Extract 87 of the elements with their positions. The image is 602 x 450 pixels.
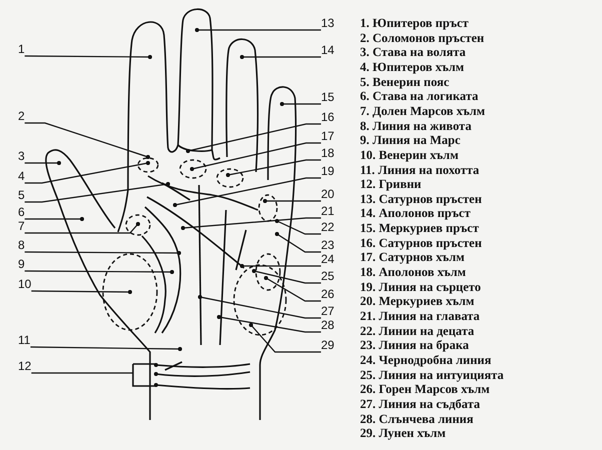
callout-number: 5	[18, 189, 25, 201]
legend-entry: 14. Аполонов пръст	[360, 206, 472, 220]
legend-entry: 9. Линия на Марс	[360, 133, 462, 148]
leader-line	[24, 160, 62, 166]
legend-entry: 17. Сатурнов хълм	[360, 250, 466, 264]
callout-number: 2	[18, 110, 25, 122]
callout-number: 27	[321, 305, 334, 317]
callout-number: 18	[321, 147, 334, 159]
callout-number: 14	[321, 44, 334, 56]
leader-line	[180, 217, 321, 230]
leader-line	[240, 264, 321, 268]
legend-entry: 24. Чернодробна линия	[360, 352, 492, 367]
legend-entry: 29. Лунен хълм	[360, 426, 447, 440]
leader-line	[24, 250, 182, 256]
leader-line	[24, 216, 84, 222]
callout-number: 9	[18, 258, 25, 270]
legend-entry: 5. Венерин пояс	[360, 74, 450, 89]
leader-line	[280, 102, 321, 106]
leader-line	[24, 182, 170, 203]
leader-line	[198, 294, 321, 319]
callout-number: 20	[321, 188, 334, 200]
callout-number: 12	[18, 360, 32, 372]
leader-line	[274, 232, 321, 253]
callout-number: 3	[18, 150, 25, 162]
leader-line	[248, 322, 321, 353]
legend-entry: 6. Става на логиката	[360, 89, 480, 104]
leader-line	[186, 123, 321, 154]
callout-number: 22	[321, 221, 334, 233]
callout-number: 26	[321, 288, 334, 300]
leader-line	[24, 122, 150, 160]
callout-number: 16	[321, 111, 334, 123]
legend-entry: 8. Линия на живота	[360, 118, 472, 133]
callout-number: 29	[321, 339, 334, 351]
callout-number: 4	[18, 170, 25, 182]
callout-number: 24	[321, 253, 334, 265]
leader-line	[240, 54, 321, 60]
leader-line	[226, 159, 321, 178]
callout-number: 19	[321, 165, 334, 177]
leader-line	[24, 160, 150, 184]
leader-line	[24, 54, 152, 60]
legend-entry: 1. Юпитеров пръст	[360, 16, 470, 30]
legend-entry: 16. Сатурнов пръстен	[360, 236, 483, 250]
legend-entry: 7. Долен Марсов хълм	[360, 104, 486, 118]
callout-number: 8	[18, 239, 25, 251]
callout-number: 11	[18, 334, 30, 346]
leader-line	[31, 290, 132, 294]
leader-line	[24, 222, 140, 234]
legend-entry: 18. Аполонов хълм	[360, 265, 467, 280]
leader-line	[30, 346, 182, 352]
callout-number: 17	[321, 130, 334, 142]
callout-number: 13	[321, 17, 334, 29]
leader-line	[194, 28, 321, 32]
callout-number: 28	[321, 319, 334, 331]
leader-line	[172, 177, 321, 208]
legend-entry: 13. Сатурнов пръстен	[360, 192, 483, 206]
callout-number: 25	[321, 270, 334, 282]
callout-number: 10	[18, 278, 32, 290]
legend-entry: 20. Меркуриев хълм	[360, 294, 476, 308]
legend-entry: 2. Соломонов пръстен	[360, 30, 486, 45]
legend-entry: 15. Меркуриев пръст	[360, 221, 480, 236]
legend-entry: 21. Линия на главата	[360, 309, 481, 323]
callout-number: 7	[18, 220, 25, 232]
callout-number: 15	[321, 91, 334, 103]
legend-entry: 10. Венерин хълм	[360, 148, 460, 162]
callout-number: 6	[18, 206, 25, 218]
leader-line	[252, 268, 321, 284]
legend-entry: 11. Линия на похотта	[360, 162, 480, 176]
leader-line	[264, 276, 321, 302]
legend-entry: 22. Линии на децата	[360, 324, 476, 338]
callout-number: 21	[321, 205, 334, 217]
callout-number: 1	[18, 43, 25, 55]
legend-entry: 3. Става на волята	[360, 45, 467, 60]
legend-entry: 19. Линия на сърцето	[360, 280, 482, 294]
legend-entry: 12. Гривни	[360, 177, 422, 192]
leader-line	[274, 218, 321, 235]
leader-line	[31, 372, 133, 374]
legend-entry: 4. Юпитеров хълм	[360, 60, 466, 74]
leader-line	[216, 314, 321, 333]
leader-line	[24, 270, 174, 274]
leader-line	[190, 142, 321, 172]
legend-entry: 23. Линия на брака	[360, 338, 470, 352]
legend-entry: 27. Линия на съдбата	[360, 396, 482, 411]
leader-line	[262, 198, 321, 204]
legend-entry: 25. Линия на интуицията	[360, 368, 505, 382]
legend-entry: 26. Горен Марсов хълм	[360, 382, 491, 396]
callout-number: 23	[321, 239, 334, 251]
legend-entry: 28. Слънчева линия	[360, 412, 474, 426]
